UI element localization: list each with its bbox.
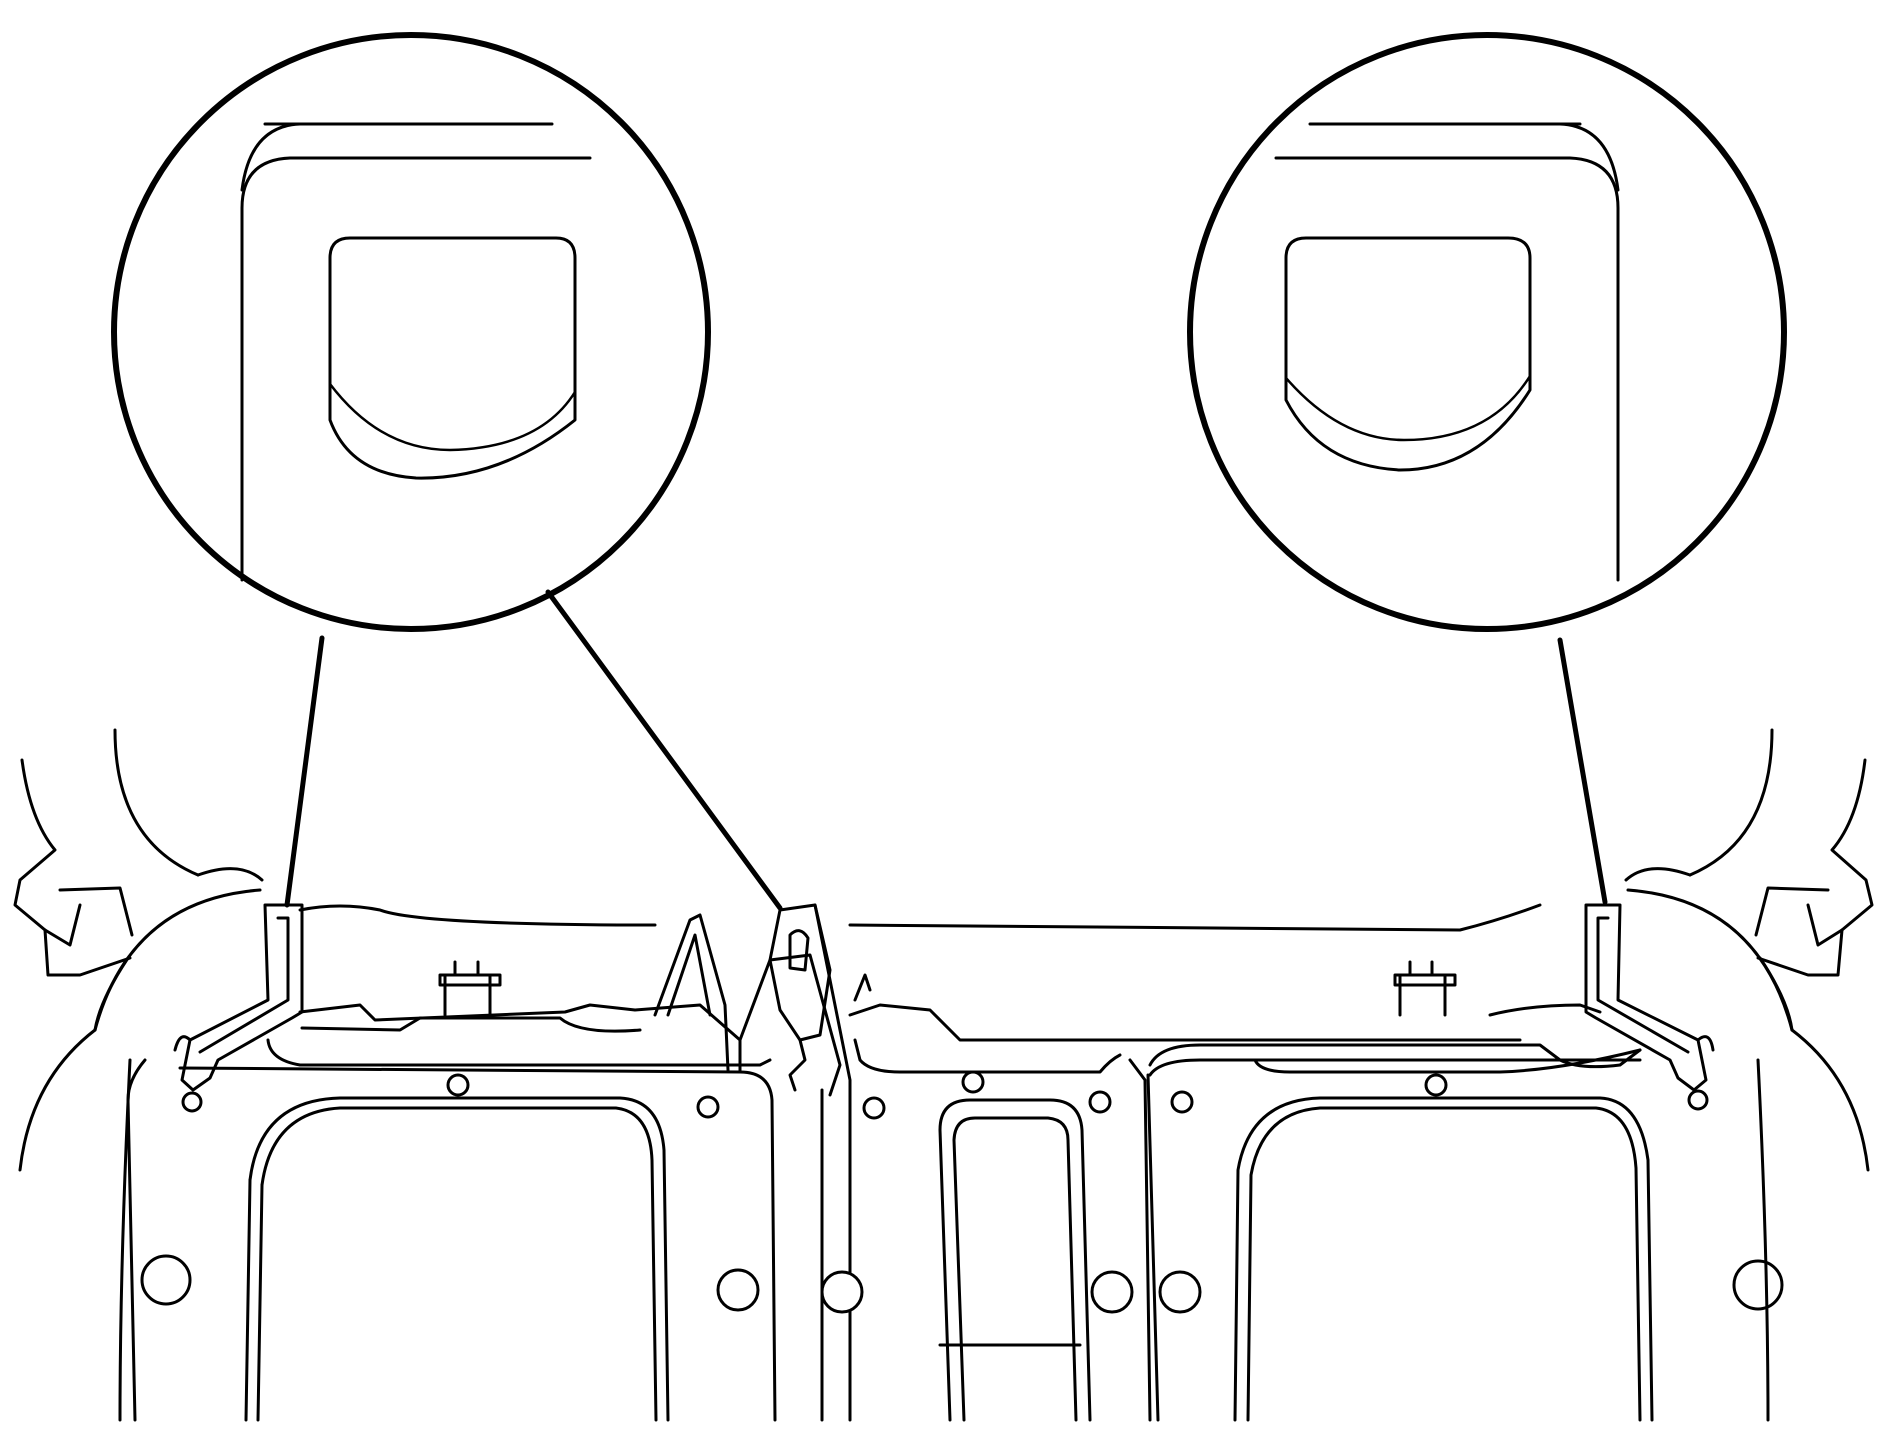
right-detail-bracket	[1274, 122, 1620, 582]
right-magnifier-circle	[1187, 32, 1787, 632]
left-detail-bracket	[240, 122, 592, 582]
right-hinge	[1584, 903, 1715, 1111]
right-detail-callout	[1187, 32, 1787, 905]
left-leader-line-a	[284, 635, 325, 908]
left-hinge	[173, 903, 304, 1113]
center-seatback-frame	[820, 1003, 1522, 1422]
right-outer-seat	[1624, 728, 1874, 1422]
left-magnifier-circle	[111, 32, 711, 632]
left-seatback-frame	[126, 960, 777, 1422]
left-leader-line-b	[545, 589, 783, 911]
left-detail-callout	[111, 32, 783, 911]
left-outer-seat	[13, 728, 264, 1422]
right-leader-line	[1557, 637, 1608, 905]
seat-assembly	[13, 728, 1874, 1422]
right-seatback-frame	[1146, 960, 1784, 1422]
top-rail	[298, 904, 657, 927]
center-latch	[653, 903, 872, 1422]
